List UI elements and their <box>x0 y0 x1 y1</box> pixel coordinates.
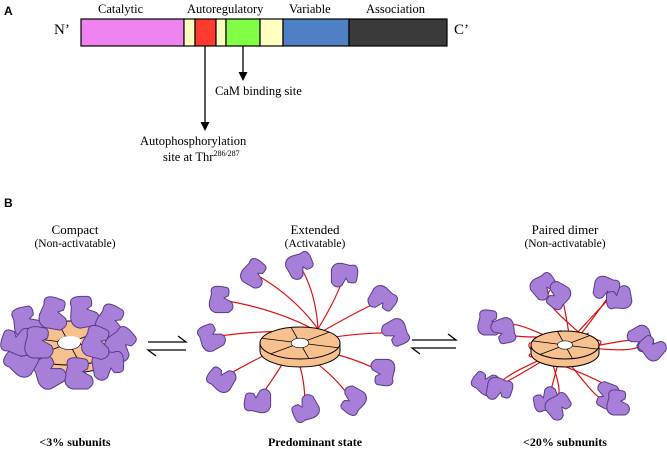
compact-pore <box>59 336 81 346</box>
paired-dimer-subtitle: (Non-activatable) <box>524 238 606 250</box>
domain-label-autoregulatory: Autoregulatory <box>187 2 264 16</box>
association-domain <box>348 18 448 47</box>
extended-caption: Predominant state <box>267 435 363 449</box>
equilibrium-arrows-2 <box>410 333 458 355</box>
kinase-domain <box>243 388 272 414</box>
panel-a-label: A <box>4 4 13 18</box>
kinase-domain <box>605 285 633 310</box>
domain-label-association: Association <box>366 2 426 16</box>
equilibrium-arrows-1 <box>146 335 188 357</box>
domain-label-variable: Variable <box>289 2 331 16</box>
kinase-domain <box>81 324 110 360</box>
kinase-domain <box>485 376 514 400</box>
kinase-domain <box>206 366 237 393</box>
linker-3 <box>259 18 284 47</box>
linker-1 <box>183 18 196 47</box>
compact-holoenzyme <box>0 295 137 390</box>
extended-subtitle: (Activatable) <box>284 238 346 250</box>
kinase-domain <box>38 296 68 331</box>
kinase-domain <box>490 317 517 345</box>
paired-hub <box>530 330 600 368</box>
kinase-domain <box>544 392 572 421</box>
cam-arrow <box>238 46 248 81</box>
panel-b-label: B <box>4 196 13 210</box>
cam-binding-region <box>225 18 261 47</box>
n-terminus-label: N’ <box>54 22 70 38</box>
hub-pore <box>290 337 310 349</box>
kinase-domain <box>529 272 557 301</box>
linker-2 <box>215 18 227 47</box>
kinase-domain <box>285 250 314 280</box>
extended-hub <box>259 326 341 368</box>
kinase-domain <box>330 262 359 288</box>
compact-caption: <3% subunits <box>39 435 111 449</box>
kinase-domain <box>545 281 572 311</box>
paired-dimer-caption: <20% subnunits <box>523 435 607 449</box>
autophosphorylation-label-line2: site at Thr286/287 <box>163 149 240 165</box>
compact-title: Compact <box>51 222 99 237</box>
kinase-domain <box>340 385 367 416</box>
extended-holoenzyme <box>196 250 411 424</box>
kinase-domain <box>291 394 320 424</box>
kinase-domain <box>64 357 94 390</box>
kinase-domain <box>367 285 398 312</box>
paired-dimer-holoenzyme <box>470 272 667 421</box>
catalytic-domain <box>80 18 185 47</box>
hub-pore <box>557 340 573 350</box>
kinase-domain <box>208 285 234 314</box>
kinase-domain <box>24 326 54 359</box>
kinase-domain <box>606 389 630 416</box>
kinase-domain <box>69 295 100 329</box>
autophosphorylation-region <box>194 18 217 47</box>
autophos-arrow <box>200 46 210 131</box>
kinase-domain <box>370 358 396 387</box>
kinase-domain <box>240 258 267 289</box>
domain-label-catalytic: Catalytic <box>98 2 144 16</box>
paired-dimer-title: Paired dimer <box>531 222 599 237</box>
kinase-domain <box>381 318 411 347</box>
compact-subtitle: (Non-activatable) <box>34 238 116 250</box>
domain-bar <box>80 18 448 47</box>
kinase-domain <box>196 323 226 352</box>
extended-title: Extended <box>290 222 340 237</box>
cam-binding-site-label: CaM binding site <box>215 84 302 98</box>
kinase-domain <box>637 335 667 362</box>
variable-domain <box>282 18 350 47</box>
c-terminus-label: C’ <box>454 22 469 38</box>
autophosphorylation-label-line1: Autophosphorylation <box>140 134 247 148</box>
